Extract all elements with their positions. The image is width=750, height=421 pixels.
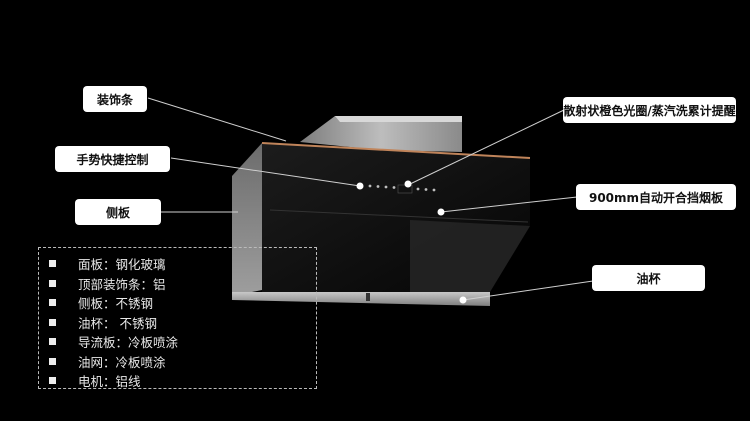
materials-spec-box: 面板：钢化玻璃 顶部装饰条：铝 侧板：不锈钢 油杯： 不锈钢 导流板：冷板喷涂 … (38, 247, 317, 389)
callout-lines (147, 97, 594, 301)
callout-gesture-control: 手势快捷控制 (55, 146, 170, 172)
callout-side-panel: 侧板 (75, 199, 161, 225)
control-buttons (368, 184, 436, 192)
baffle-panel (410, 220, 530, 292)
bullet-square-icon (49, 338, 56, 346)
callout-auto-baffle: 900mm自动开合挡烟板 (576, 184, 736, 210)
spec-row: 顶部装饰条：铝 (49, 274, 316, 294)
chimney-box (300, 116, 462, 152)
callout-light-ring: 散射状橙色光圈/蒸汽洗累计提醒 (563, 97, 736, 123)
spec-row: 电机：铝线 (49, 371, 316, 391)
base-tray (232, 292, 490, 306)
bullet-square-icon (49, 377, 56, 385)
spec-row: 导流板：冷板喷涂 (49, 332, 316, 352)
bullet-square-icon (49, 299, 56, 307)
bullet-square-icon (49, 260, 56, 268)
callout-dots (356, 180, 467, 304)
spec-row: 侧板：不锈钢 (49, 293, 316, 313)
spec-row: 油网：冷板喷涂 (49, 352, 316, 372)
callout-trim-strip: 装饰条 (83, 86, 147, 112)
spec-row: 油杯： 不锈钢 (49, 313, 316, 333)
spec-row: 面板：钢化玻璃 (49, 254, 316, 274)
side-panel (232, 143, 262, 296)
bullet-square-icon (49, 279, 56, 287)
bullet-square-icon (49, 318, 56, 326)
bullet-square-icon (49, 357, 56, 365)
callout-oil-cup: 油杯 (592, 265, 705, 291)
trim-strip (261, 142, 531, 159)
